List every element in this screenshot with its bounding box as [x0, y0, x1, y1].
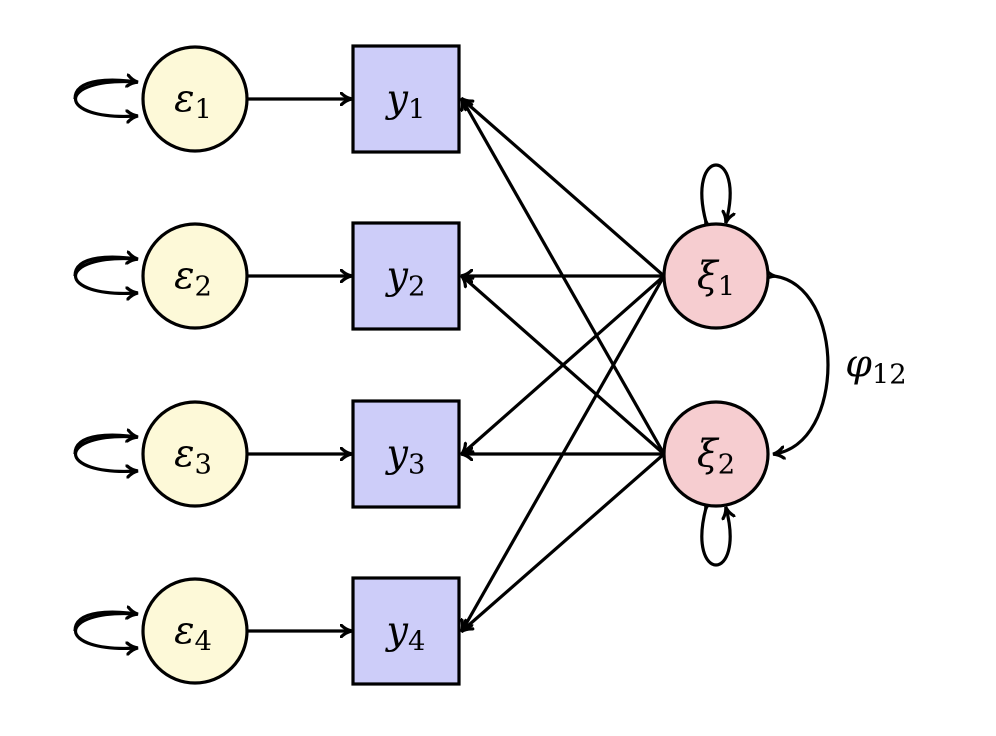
observed-label-2-symbol: y [385, 254, 409, 298]
error-node-3: ε3 [141, 400, 249, 508]
latent-variance-loop-2 [700, 508, 730, 567]
latent-label-2-subscript: 2 [718, 449, 735, 480]
error-variance-loop-4 [74, 612, 138, 649]
error-variance-loop-head-1 [73, 80, 137, 100]
error-variance-loop-2 [74, 257, 138, 294]
latent-variance-loop-1 [700, 163, 730, 222]
loading-xi2-y1 [462, 99, 666, 455]
error-label-2-symbol: ε [174, 254, 194, 298]
error-label-2-subscript: 2 [194, 271, 211, 302]
observed-label-2-subscript: 2 [408, 271, 425, 302]
error-label-4-symbol: ε [174, 609, 194, 653]
latent-label-1: ξ1 [697, 254, 735, 303]
error-label-3-subscript: 3 [194, 449, 211, 480]
error-label-3-symbol: ε [174, 432, 194, 476]
error-circle [141, 45, 249, 153]
error-circle [141, 400, 249, 508]
observed-label-3: y3 [385, 432, 426, 481]
observed-label-4: y4 [385, 609, 426, 658]
observed-node-4: y4 [351, 576, 461, 686]
error-label-1-subscript: 1 [194, 94, 211, 125]
latent-circle [662, 222, 770, 330]
error-label-3: ε3 [174, 432, 212, 481]
latent-label-2-symbol: ξ [697, 432, 720, 476]
latent-label-2: ξ2 [697, 432, 735, 481]
observed-label-2: y2 [385, 254, 426, 303]
observed-label-3-symbol: y [385, 432, 409, 476]
error-label-1: ε1 [174, 77, 212, 126]
covariance-label-subscript: 12 [872, 359, 907, 390]
error-node-4: ε4 [141, 577, 249, 685]
error-variance-loop-1 [74, 80, 138, 117]
covariance-label: φ12 [845, 342, 906, 391]
edges-layer [73, 80, 830, 649]
error-label-1-symbol: ε [174, 77, 194, 121]
observed-box [351, 576, 461, 686]
observed-label-4-subscript: 4 [408, 626, 425, 657]
observed-box [351, 221, 461, 331]
latent-circle [662, 400, 770, 508]
loading-xi1-y1 [462, 99, 666, 278]
error-variance-loop-head-2 [73, 257, 137, 277]
latent-label-1-symbol: ξ [697, 254, 720, 298]
loading-xi2-y4 [462, 452, 666, 631]
observed-node-3: y3 [351, 399, 461, 509]
error-node-1: ε1 [141, 45, 249, 153]
covariance-label-symbol: φ [845, 342, 872, 386]
latent-label-1-subscript: 1 [718, 271, 735, 302]
observed-label-1-subscript: 1 [408, 94, 425, 125]
error-circle [141, 222, 249, 330]
error-variance-loop-head-3 [73, 435, 137, 455]
loading-xi2-y2 [462, 276, 666, 456]
covariance-arc [774, 276, 830, 454]
error-circle [141, 577, 249, 685]
latent-node-1: ξ1 [662, 222, 770, 330]
error-label-4: ε4 [174, 609, 212, 658]
observed-label-1: y1 [385, 77, 426, 126]
observed-label-4-symbol: y [385, 609, 409, 653]
error-node-2: ε2 [141, 222, 249, 330]
observed-label-1-symbol: y [385, 77, 409, 121]
latent-node-2: ξ2 [662, 400, 770, 508]
observed-label-3-subscript: 3 [408, 449, 425, 480]
observed-box [351, 399, 461, 509]
error-variance-loop-3 [74, 435, 138, 472]
observed-box [351, 44, 461, 154]
error-label-4-subscript: 4 [194, 626, 211, 657]
observed-node-1: y1 [351, 44, 461, 154]
error-label-2: ε2 [174, 254, 212, 303]
observed-node-2: y2 [351, 221, 461, 331]
error-variance-loop-head-4 [73, 612, 137, 632]
